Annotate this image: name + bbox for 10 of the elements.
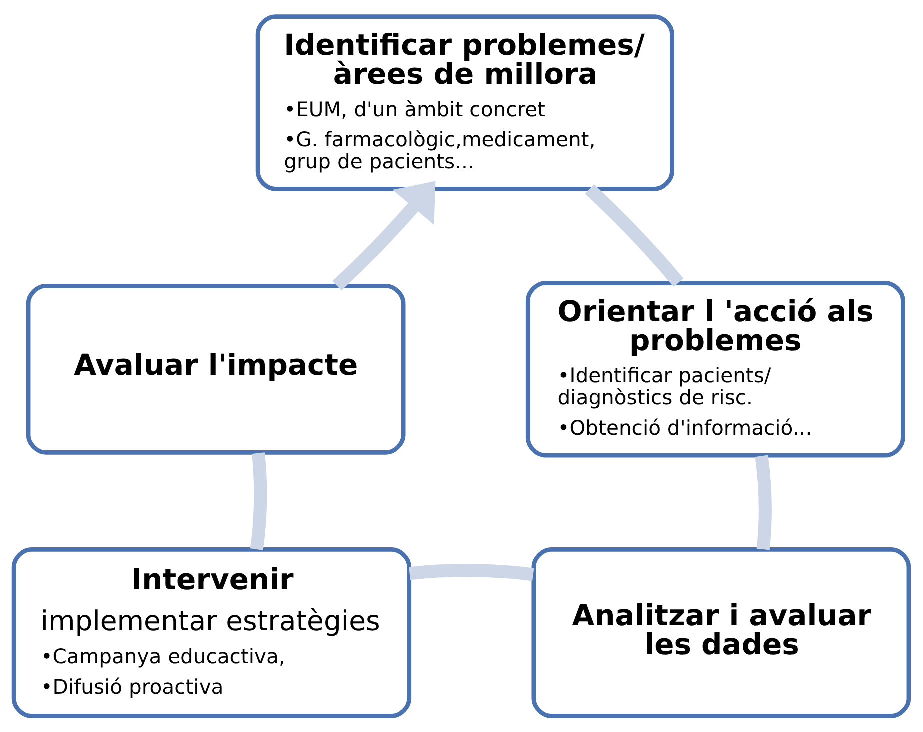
arrow	[332, 180, 436, 290]
connector	[409, 564, 534, 581]
connector	[755, 454, 772, 550]
connector	[250, 452, 268, 550]
node-box: Identificar problemes/ àrees de millora •EUM, d'un àmbit concret •G. farmacològic,medicament, grup de pacients...	[256, 14, 674, 191]
connector	[585, 184, 684, 287]
node-box: Orientar l 'acció als problemes •Identificar pacients/ diagnòstics de risc. •Obtenció d'informació...	[526, 280, 906, 458]
node-box: Intervenir implementar estratègies •Campanya educactiva, •Difusió proactiva	[12, 547, 412, 718]
node-box: Analitzar i avaluar les dades	[532, 547, 912, 718]
node-box: Avaluar l'impacte	[26, 283, 406, 454]
